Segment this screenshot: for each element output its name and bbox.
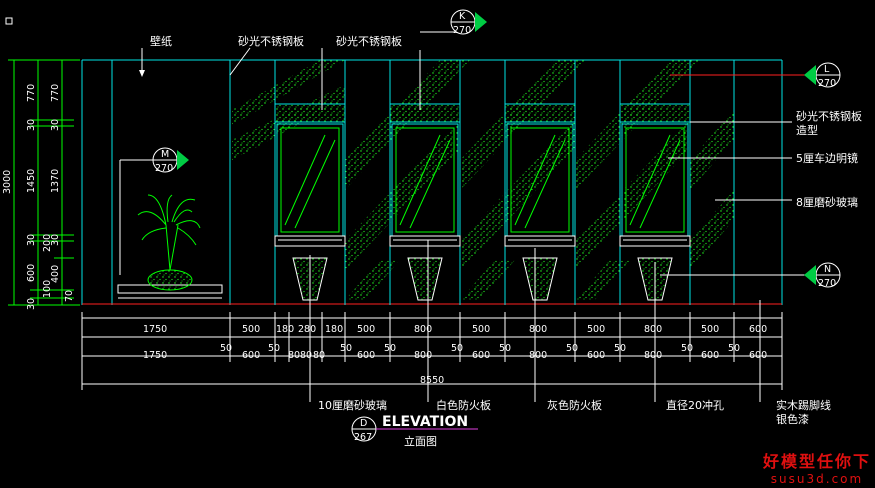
watermark: 好模型任你下 susu3d.com (763, 448, 871, 486)
column-2 (389, 60, 461, 305)
dim-3000: 3000 (2, 170, 13, 194)
dim-b2-18: 800 (644, 350, 662, 361)
marker-n-num: 270 (818, 278, 836, 289)
corner-mark (5, 17, 13, 25)
dim-b2-14: 800 (529, 350, 547, 361)
dim-b2-16: 600 (587, 350, 605, 361)
dim-b2-0: 1750 (143, 350, 167, 361)
label-steel-3a: 砂光不锈钢板 (796, 109, 862, 123)
marker-l-letter: L (824, 64, 830, 75)
title-sub: 立面图 (404, 434, 437, 448)
sandblast-diagonal-bands (232, 60, 734, 300)
dim-mid-30b: 30 (26, 234, 37, 246)
dim-in-1370: 1370 (50, 169, 61, 193)
dim-b2-11: 50 (451, 343, 463, 354)
dim-b2-10: 800 (414, 350, 432, 361)
marker-k-letter: K (459, 11, 466, 22)
dim-b2-9: 50 (384, 343, 396, 354)
dim-b1-2: 180 (276, 324, 294, 335)
watermark-line-2: susu3d.com (770, 472, 864, 486)
title-main: ELEVATION (382, 414, 468, 430)
dim-b2-8: 600 (357, 350, 375, 361)
dim-b2-19: 50 (681, 343, 693, 354)
section-marker-n: N 270 (804, 262, 841, 289)
dim-b1-1: 500 (242, 324, 260, 335)
label-glass-8: 8厘磨砂玻璃 (796, 195, 858, 209)
label-skirting-2: 银色漆 (776, 412, 809, 426)
dim-b1-4: 180 (325, 324, 343, 335)
dim-mid-600: 600 (26, 264, 37, 282)
section-marker-k: K 270 (450, 9, 487, 36)
dim-b1-6: 800 (414, 324, 432, 335)
marker-k-num: 270 (453, 25, 471, 36)
dim-b1-10: 800 (644, 324, 662, 335)
column-4 (619, 60, 691, 305)
marker-n-letter: N (824, 264, 831, 275)
dim-b1-11: 500 (701, 324, 719, 335)
label-white-board: 白色防火板 (436, 398, 491, 412)
dim-b1-0: 1750 (143, 324, 167, 335)
dim-b2-3: 50 (268, 343, 280, 354)
dim-in-100: 100 (42, 280, 53, 298)
dim-in-30a: 30 (50, 119, 61, 131)
dim-mid-30a: 30 (26, 119, 37, 131)
label-steel-2: 砂光不锈钢板 (336, 34, 402, 48)
dim-in-200: 200 (42, 234, 53, 252)
dim-b2-21: 50 (728, 343, 740, 354)
label-steel-1: 砂光不锈钢板 (238, 34, 304, 48)
dim-mid-770: 770 (26, 84, 37, 102)
title-block: D 267 ELEVATION 立面图 (351, 414, 478, 448)
dim-b1-7: 500 (472, 324, 490, 335)
dim-b1-3: 280 (298, 324, 316, 335)
label-skirting-1: 实木踢脚线 (776, 398, 831, 412)
label-glass-10: 10厘磨砂玻璃 (318, 398, 387, 412)
label-grey-board: 灰色防火板 (547, 398, 602, 412)
dim-in-30b: 30 (50, 234, 61, 246)
title-badge-top: D (360, 418, 367, 429)
display-columns (274, 60, 691, 305)
dim-in-70: 70 (64, 290, 75, 302)
dim-b2-17: 50 (614, 343, 626, 354)
dim-b2-15: 50 (566, 343, 578, 354)
wall-frame (81, 59, 783, 305)
dim-in-770: 770 (50, 84, 61, 102)
section-marker-m: M 270 (152, 147, 189, 174)
leader-lines (119, 31, 815, 402)
dim-total: 8550 (420, 375, 444, 386)
label-wallpaper: 壁纸 (150, 34, 172, 48)
left-dimensions: 3000 770 30 1450 30 600 30 770 30 1370 3… (2, 59, 80, 310)
dim-b2-5: 80 (300, 350, 312, 361)
dim-b2-22: 600 (749, 350, 767, 361)
dim-mid-30c: 30 (26, 298, 37, 310)
column-3 (504, 60, 576, 305)
dim-b2-2: 600 (242, 350, 260, 361)
dim-b2-13: 50 (499, 343, 511, 354)
label-mirror: 5厘车边明镜 (796, 151, 858, 165)
dim-b2-12: 600 (472, 350, 490, 361)
annotation-labels: 壁纸 砂光不锈钢板 砂光不锈钢板 砂光不锈钢板 造型 5厘车边明镜 8厘磨砂玻璃… (150, 34, 862, 426)
dim-b2-4: 80 (288, 350, 300, 361)
section-marker-l: L 270 (804, 62, 841, 89)
plant-icon (117, 194, 223, 299)
marker-l-num: 270 (818, 78, 836, 89)
dim-in-400: 400 (50, 265, 61, 283)
dim-b1-5: 500 (357, 324, 375, 335)
title-badge-bottom: 267 (354, 432, 372, 443)
dim-b2-6: 80 (313, 350, 325, 361)
dim-b2-7: 50 (340, 343, 352, 354)
bottom-dimensions: 1750 500 180 280 180 500 800 500 800 500… (81, 312, 783, 390)
dim-b1-8: 800 (529, 324, 547, 335)
label-hole: 直径20冲孔 (666, 398, 724, 412)
dim-b1-9: 500 (587, 324, 605, 335)
marker-m-num: 270 (155, 163, 173, 174)
dim-mid-1450: 1450 (26, 169, 37, 193)
marker-m-letter: M (161, 149, 169, 160)
label-steel-3b: 造型 (796, 123, 818, 137)
watermark-line-1: 好模型任你下 (762, 452, 871, 471)
dim-b1-12: 600 (749, 324, 767, 335)
dim-b2-1: 50 (220, 343, 232, 354)
dim-b2-20: 600 (701, 350, 719, 361)
